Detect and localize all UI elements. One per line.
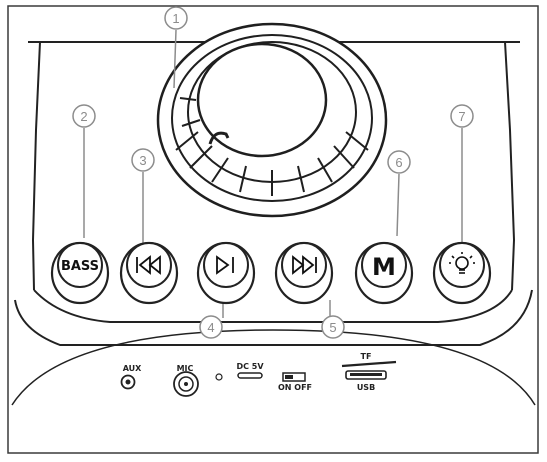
power-switch[interactable]: ON OFF (278, 372, 312, 392)
callout-3: 3 (131, 148, 155, 172)
aux-port[interactable]: AUX (120, 364, 143, 390)
svg-text:6: 6 (395, 155, 402, 170)
mode-button-label: M (372, 253, 396, 281)
mode-button[interactable]: M (354, 241, 414, 305)
svg-text:3: 3 (139, 153, 146, 168)
previous-track-icon (136, 255, 161, 275)
dc-label: DC 5V (236, 362, 264, 371)
svg-text:7: 7 (458, 109, 465, 124)
usb-label: USB (357, 383, 375, 392)
svg-text:4: 4 (207, 320, 214, 335)
play-pause-icon (216, 255, 234, 275)
light-button[interactable] (432, 241, 492, 305)
aux-label: AUX (123, 364, 142, 373)
mic-label: MIC (177, 364, 194, 373)
previous-track-button[interactable] (119, 241, 179, 305)
callout-6: 6 (387, 150, 411, 174)
light-bulb-icon (449, 252, 475, 274)
callout-4: 4 (199, 315, 223, 339)
bass-button-label: BASS (61, 259, 99, 274)
usb-port[interactable]: USB (345, 370, 387, 392)
rotary-knob[interactable] (156, 22, 388, 218)
dc-port[interactable]: DC 5V (236, 362, 264, 379)
callout-7: 7 (450, 104, 474, 128)
svg-text:2: 2 (80, 109, 87, 124)
callout-5: 5 (321, 315, 345, 339)
next-track-icon (292, 255, 317, 275)
tf-card-slot[interactable]: TF (341, 352, 397, 368)
switch-label: ON OFF (278, 383, 312, 392)
callout-2: 2 (72, 104, 96, 128)
svg-text:5: 5 (329, 320, 336, 335)
bass-button[interactable]: BASS (50, 241, 110, 305)
svg-text:1: 1 (172, 11, 179, 26)
mic-port[interactable]: MIC (173, 364, 223, 397)
outer-frame (7, 5, 539, 454)
play-pause-button[interactable] (196, 241, 256, 305)
callout-leaders (83, 29, 463, 318)
tf-label: TF (361, 352, 372, 361)
next-track-button[interactable] (274, 241, 334, 305)
callout-1: 1 (164, 6, 188, 30)
